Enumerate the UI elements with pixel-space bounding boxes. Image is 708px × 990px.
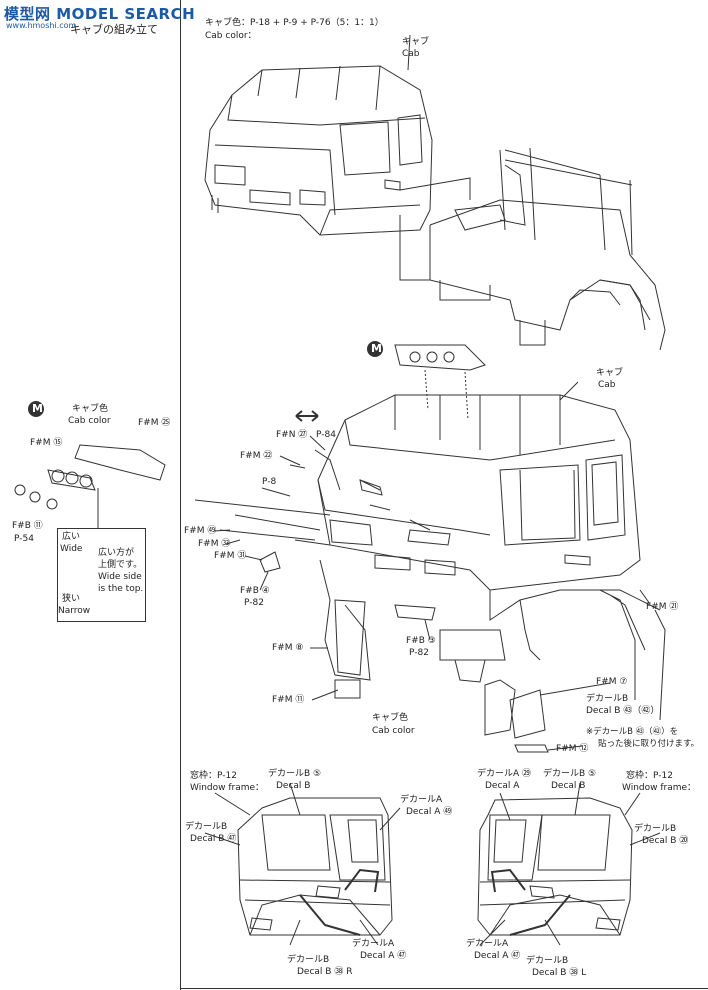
left-fm15: F#M ⑮ — [30, 438, 63, 448]
mid-fb4: F#B ④ — [240, 586, 270, 596]
middle-m-marker-label: M — [371, 342, 382, 355]
top-cab-color-en: Cab color： — [205, 31, 257, 41]
top-cab-color-jp: キャブ色：P-18 + P-9 + P-76（5：1：1） — [205, 18, 384, 28]
bl-decal-a47-jp: デカールA — [352, 939, 395, 949]
mid-p84: P-84 — [316, 430, 336, 440]
bottom-right-cab-drawing — [477, 797, 633, 936]
mid-fm21: F#M ㉑ — [646, 602, 679, 612]
top-cab-drawing — [204, 65, 433, 236]
left-wide-jp: 広い — [62, 532, 81, 542]
bl-window-frame-en: Window frame： — [190, 783, 265, 793]
mid-fm52: F#M ㊾ — [184, 526, 217, 536]
br-decal-a29-jp: デカールA ㉙ — [477, 769, 532, 779]
left-m-marker-label: M — [32, 402, 43, 415]
roof-marker-lamp — [394, 344, 486, 371]
left-note-jp2: 上側です。 — [98, 560, 143, 570]
mid-note2: 貼った後に取り付けます。 — [598, 739, 700, 749]
bottom-left-cab-drawing — [237, 797, 393, 936]
br-decal-b70-jp: デカールB — [634, 824, 677, 834]
mid-note1: ※デカールB ㊸（㊷）を — [586, 727, 679, 737]
mid-fm8: F#M ⑧ — [272, 643, 304, 653]
bl-decal-a49-jp: デカールA — [400, 795, 443, 805]
bl-decal-b71-jp: デカールB — [185, 822, 228, 832]
mid-fm33: F#M ㉝ — [198, 539, 231, 549]
mid-p82: P-82 — [244, 598, 264, 608]
top-cab-jp: キャブ — [402, 37, 430, 47]
mid-cab-en: Cab — [598, 380, 616, 390]
mid-fm11: F#M ⑪ — [272, 695, 305, 705]
br-window-frame-jp: 窓枠：P-12 — [626, 771, 673, 781]
left-column-divider — [180, 0, 181, 990]
bottom-border — [180, 988, 708, 989]
left-note-en1: Wide side — [98, 572, 142, 582]
mid-p8: P-8 — [262, 477, 277, 487]
bl-window-frame-jp: 窓枠：P-12 — [190, 771, 237, 781]
mid-fm31: F#M ㉛ — [214, 551, 247, 561]
bl-decal-b54-jp: デカールB — [287, 955, 330, 965]
br-decal-a47-en: Decal A ㊼ — [474, 951, 521, 961]
mid-decal-b-jp: デカールB — [586, 694, 629, 704]
left-m-marker — [28, 401, 44, 417]
section-title: キャブの組み立て — [70, 23, 158, 36]
bl-decal-a49-en: Decal A ㊾ — [406, 807, 453, 817]
bl-decal-b5-en: Decal B — [276, 781, 311, 791]
left-cab-color-jp: キャブ色 — [72, 404, 109, 414]
mid-p82b: P-82 — [409, 648, 429, 658]
left-narrow-jp: 狭い — [62, 594, 81, 604]
mid-fb3: F#B ③ — [406, 636, 436, 646]
br-decal-b5-en: Decal B — [551, 781, 586, 791]
left-note-en2: is the top. — [98, 584, 144, 594]
left-narrow-en: Narrow — [58, 606, 91, 616]
mid-decal-b-en: Decal B ㊸（㊷） — [586, 706, 660, 716]
watermark-logo: 模型网 MODEL SEARCH — [4, 5, 196, 23]
left-wide-en: Wide — [60, 544, 83, 554]
left-note-jp1: 広い方が — [98, 548, 135, 558]
middle-cab-drawing — [194, 394, 666, 753]
mid-fm12: F#M ⑫ — [556, 744, 589, 754]
br-decal-a29-en: Decal A — [485, 781, 520, 791]
mid-fn27: F#N ㉗ — [276, 430, 308, 440]
bl-decal-b5-jp: デカールB ⑤ — [268, 769, 322, 779]
bl-decal-b71-en: Decal B ㊼ — [190, 834, 237, 844]
left-fb11: F#B ⑪ — [12, 521, 43, 531]
br-decal-b54-en: Decal B ㊳ L — [532, 968, 587, 978]
left-p54: P-54 — [14, 534, 34, 544]
mid-cab-jp: キャブ — [596, 368, 624, 378]
left-cab-color-en: Cab color — [68, 416, 111, 426]
left-fm25: F#M ㉕ — [138, 418, 171, 428]
br-decal-a47-jp: デカールA — [466, 939, 509, 949]
middle-m-marker — [367, 341, 383, 357]
mid-fm22: F#M ㉒ — [240, 451, 273, 461]
br-decal-b5-jp: デカールB ⑤ — [543, 769, 597, 779]
br-window-frame-en: Window frame： — [622, 783, 697, 793]
mid-cab-color-en: Cab color — [372, 726, 415, 736]
left-marker-lamp-drawing — [14, 444, 166, 528]
mid-fm7: F#M ⑦ — [596, 677, 628, 687]
br-decal-b54-jp: デカールB — [526, 956, 569, 966]
left-instruction-box — [57, 528, 146, 622]
br-decal-b70-en: Decal B ⑳ — [642, 836, 689, 846]
top-cab-en: Cab — [402, 49, 420, 59]
mid-cab-color-jp: キャブ色 — [372, 713, 409, 723]
watermark-site: www.hmoshi.com — [6, 21, 77, 30]
top-chassis-drawing — [429, 147, 666, 351]
bl-decal-b54-en: Decal B ㊳ R — [297, 967, 353, 977]
bl-decal-a47-en: Decal A ㊼ — [360, 951, 407, 961]
